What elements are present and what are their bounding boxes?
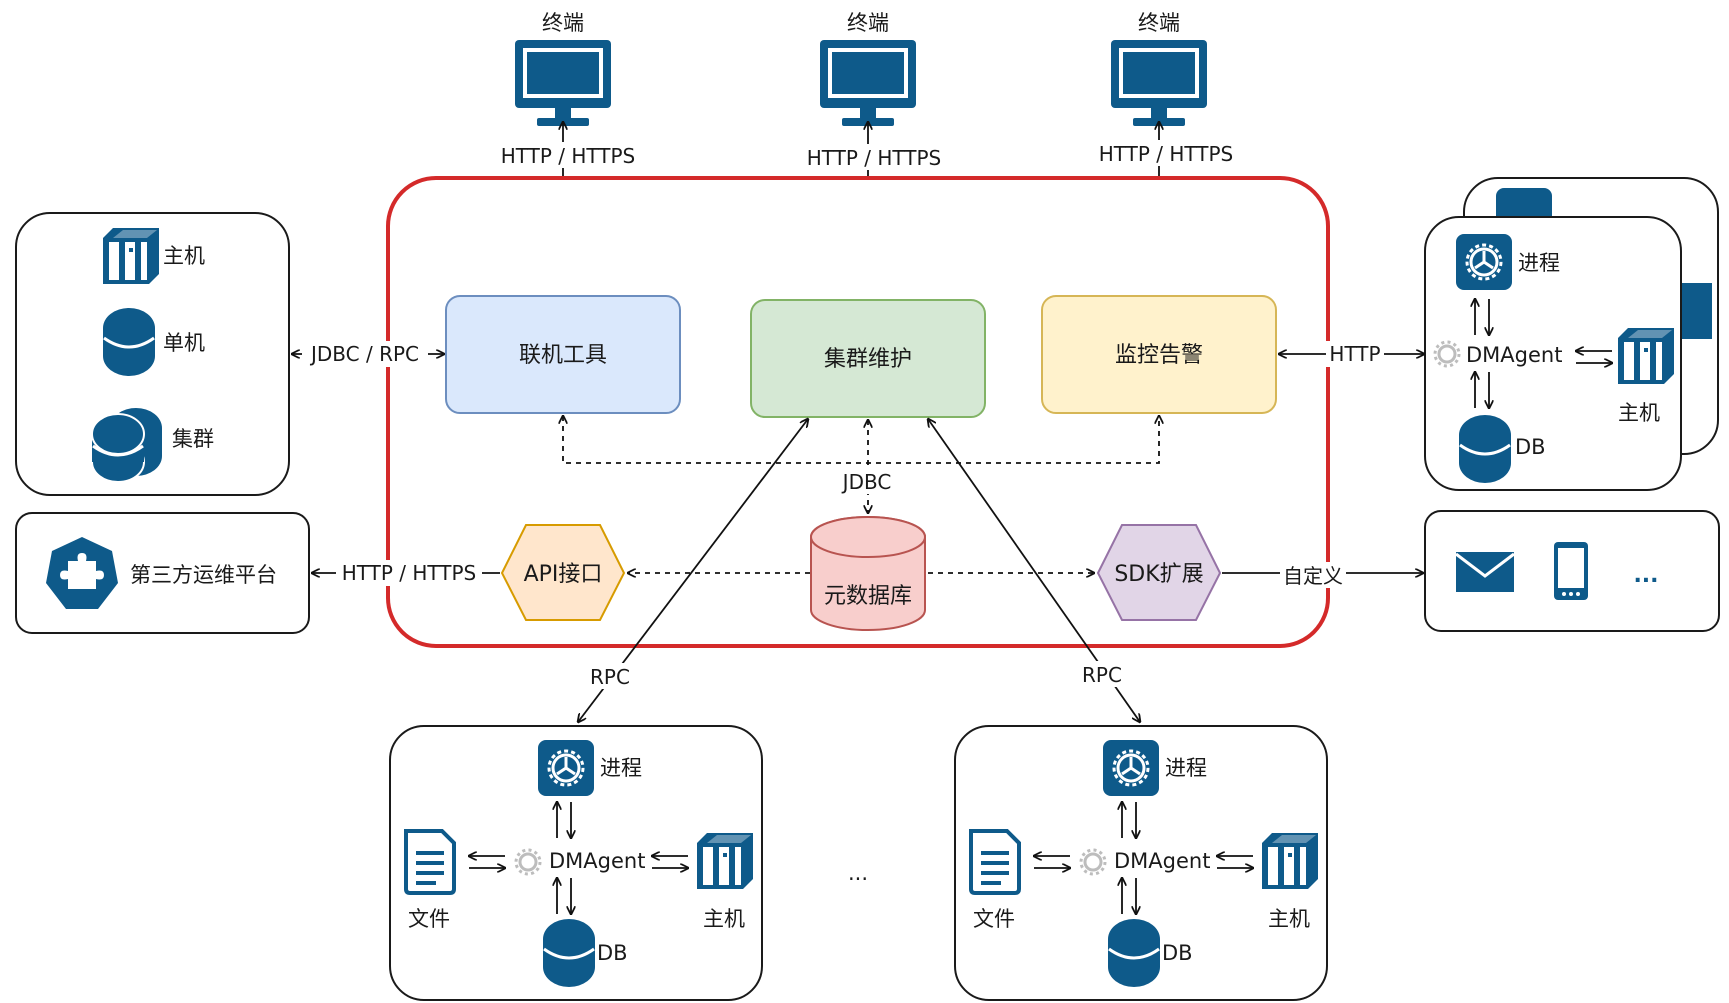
mail-icon: [1454, 550, 1516, 594]
terminal-2: 终端: [820, 11, 916, 126]
right-agent-panel: 进程 DMAgent 主机 DB: [1424, 177, 1719, 491]
bottom1-agent-label: DMAgent: [549, 849, 645, 873]
terminal-1-label: 终端: [542, 11, 584, 35]
bottom2-process-label: 进程: [1165, 756, 1207, 780]
notify-link-label: 自定义: [1283, 564, 1343, 588]
api-node: API接口: [500, 524, 626, 621]
phone-icon: [1554, 542, 1588, 600]
database-icon: [1457, 413, 1513, 485]
terminal-3: 终端: [1111, 11, 1207, 126]
bottom1-host-label: 主机: [703, 907, 745, 931]
file-icon: [969, 829, 1021, 895]
third-party-label: 第三方运维平台: [130, 563, 277, 587]
bottom1-file-label: 文件: [408, 907, 450, 931]
database-icon: [1106, 917, 1162, 989]
rpc-right-label: RPC: [1082, 663, 1122, 687]
process-icon: [1454, 232, 1514, 292]
server-icon: [1618, 328, 1674, 384]
bottom2-file-label: 文件: [973, 907, 1015, 931]
offline-tool-label: 联机工具: [519, 343, 607, 368]
bottom1-process-label: 进程: [600, 756, 642, 780]
server-icon: [1262, 833, 1318, 889]
left-cluster-label: 集群: [172, 427, 214, 451]
rpc-left-label: RPC: [590, 665, 630, 689]
left-link-label: JDBC / RPC: [309, 342, 419, 366]
notify-more: ...: [1633, 563, 1658, 588]
left-host-label: 主机: [163, 244, 205, 268]
process-icon: [536, 738, 596, 798]
between-dots: ...: [848, 861, 868, 885]
right-link-label: HTTP: [1329, 342, 1380, 366]
jdbc-label: JDBC: [841, 470, 892, 494]
bottom1-db-label: DB: [597, 941, 628, 965]
right-host-label: 主机: [1618, 401, 1660, 425]
terminal-2-protocol: HTTP / HTTPS: [807, 146, 942, 170]
monitor-alert-label: 监控告警: [1115, 343, 1203, 368]
bottom2-agent-label: DMAgent: [1114, 849, 1210, 873]
bottom2-db-label: DB: [1162, 941, 1193, 965]
monitor-icon: [515, 40, 611, 126]
process-icon: [1101, 738, 1161, 798]
bottom-agent-panel-2: 进程 文件 DMAgent 主机 DB: [954, 725, 1328, 1001]
terminal-2-label: 终端: [847, 11, 889, 35]
monitor-icon: [1111, 40, 1207, 126]
metadb-label: 元数据库: [824, 584, 912, 609]
monitor-icon: [820, 40, 916, 126]
left-standalone-label: 单机: [163, 331, 205, 355]
box-cluster-maint: 集群维护: [750, 299, 986, 418]
third-party-link-label: HTTP / HTTPS: [342, 561, 477, 585]
metadata-db: 元数据库: [810, 516, 926, 631]
left-db-panel: 主机 单机 集群: [15, 212, 290, 496]
bottom2-host-label: 主机: [1268, 907, 1310, 931]
server-icon: [103, 228, 159, 284]
terminal-3-protocol: HTTP / HTTPS: [1099, 142, 1234, 166]
database-icon: [101, 306, 157, 378]
api-label: API接口: [524, 562, 603, 587]
sdk-node: SDK扩展: [1096, 524, 1222, 621]
database-icon: [541, 917, 597, 989]
sdk-label: SDK扩展: [1114, 562, 1203, 587]
terminal-1: 终端: [515, 11, 611, 126]
server-icon: [697, 833, 753, 889]
box-monitor-alert: 监控告警: [1041, 295, 1277, 414]
right-db-label: DB: [1515, 435, 1546, 459]
third-party-panel: 第三方运维平台: [15, 512, 310, 634]
terminal-1-protocol: HTTP / HTTPS: [501, 144, 636, 168]
bottom-agent-panel-1: 进程 文件 DMAgent 主机 DB: [389, 725, 763, 1001]
file-icon: [404, 829, 456, 895]
right-agent-label: DMAgent: [1466, 343, 1562, 367]
box-offline-tool: 联机工具: [445, 295, 681, 414]
edge-dashed-tools: [563, 416, 1159, 464]
database-cluster-icon: [90, 406, 164, 484]
right-process-label: 进程: [1518, 251, 1560, 275]
cluster-maint-label: 集群维护: [824, 347, 912, 372]
notify-panel: ...: [1424, 510, 1720, 632]
terminal-3-label: 终端: [1138, 11, 1180, 35]
